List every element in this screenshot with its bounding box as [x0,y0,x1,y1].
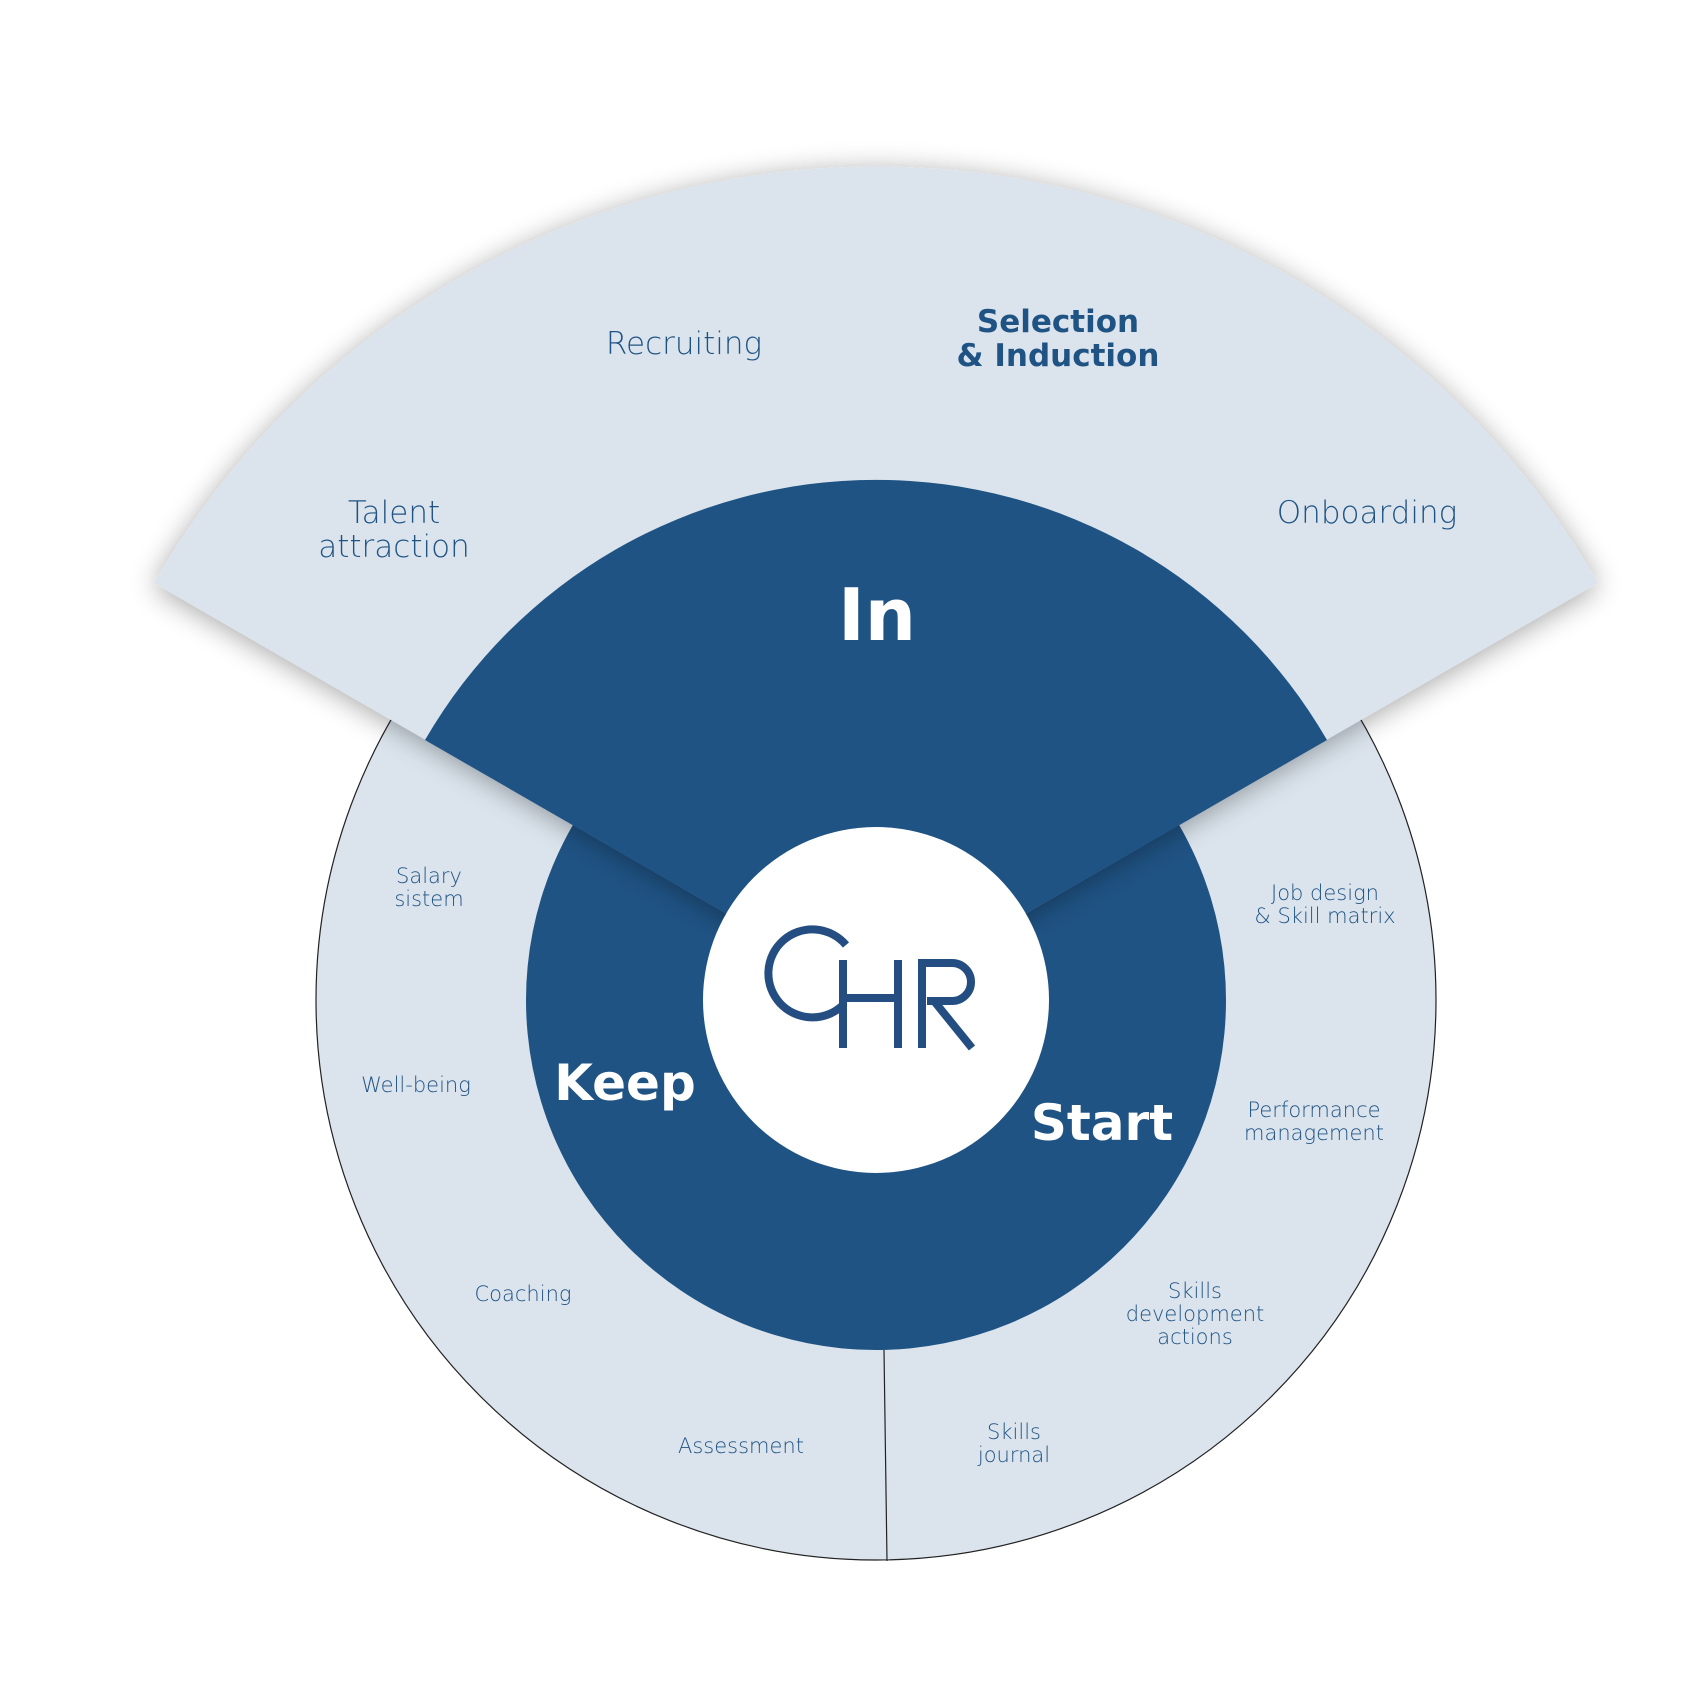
item-job-design[interactable]: Job design& Skill matrix [1254,881,1395,928]
item-coaching[interactable]: Coaching [475,1282,572,1306]
start-keep-divider [883,1349,888,1562]
chr-logo [764,925,976,1051]
phase-label-in: In [838,573,916,657]
phase-label-keep: Keep [554,1054,695,1112]
item-well-being[interactable]: Well-being [361,1073,471,1097]
in-inner-sector[interactable] [425,479,1327,1000]
item-selection-induction[interactable]: Selection& Induction [957,304,1160,374]
phase-label-start: Start [1031,1094,1173,1152]
item-recruiting[interactable]: Recruiting [606,326,762,362]
item-assessment[interactable]: Assessment [678,1434,804,1458]
item-onboarding[interactable]: Onboarding [1277,495,1457,531]
